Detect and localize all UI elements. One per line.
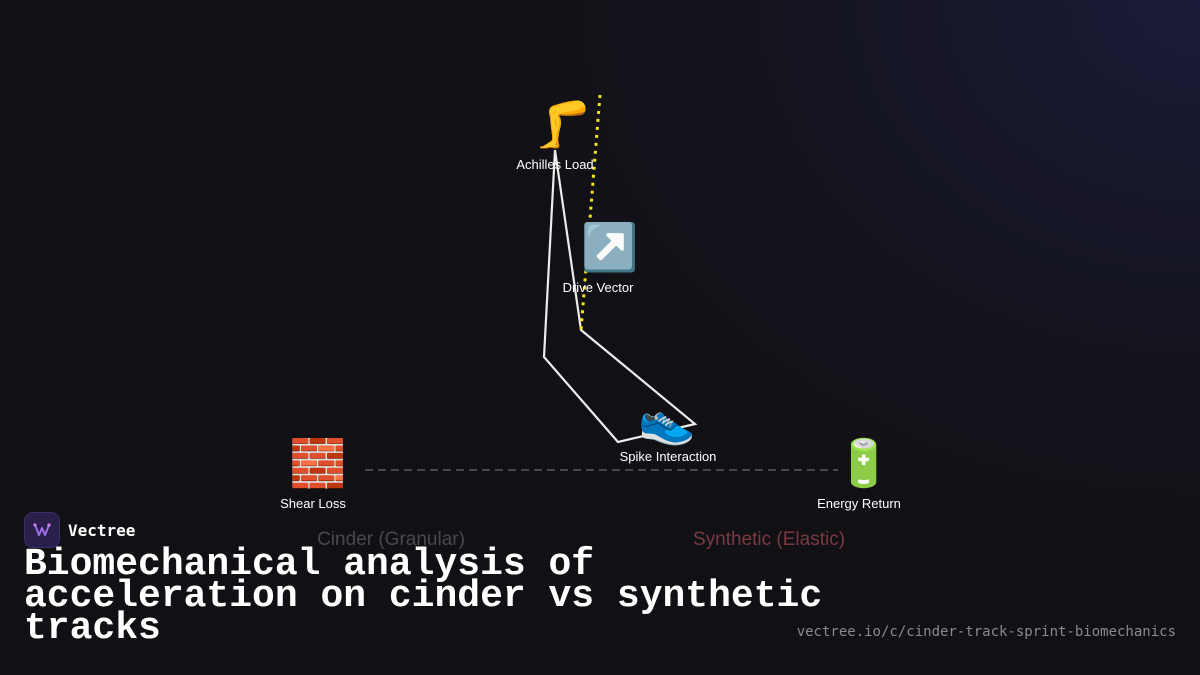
battery-icon: 🔋 bbox=[835, 436, 893, 490]
cinder-zone-label: Cinder (Granular) bbox=[317, 529, 465, 550]
spike-shoe-icon: 👟 bbox=[638, 393, 696, 447]
drive-vector-icon: ↗️ bbox=[581, 220, 639, 274]
source-url: vectree.io/c/cinder-track-sprint-biomech… bbox=[796, 624, 1176, 640]
brick-wall-icon: 🧱 bbox=[289, 436, 347, 490]
shear-loss-label: Shear Loss bbox=[280, 496, 346, 511]
achilles-load-label: Achilles Load bbox=[516, 157, 594, 172]
page-title: Biomechanical analysis of acceleration o… bbox=[24, 543, 823, 650]
brand-name: Vectree bbox=[68, 520, 136, 540]
leg-outline-line bbox=[542, 149, 698, 444]
energy-return-label: Energy Return bbox=[817, 496, 901, 511]
achilles-icon: 🦵 bbox=[534, 97, 592, 151]
brand: Vectree bbox=[24, 512, 135, 548]
drive-vector-label: Drive Vector bbox=[562, 280, 634, 295]
synthetic-zone-label: Synthetic (Elastic) bbox=[692, 529, 846, 550]
spike-interaction-label: Spike Interaction bbox=[619, 449, 717, 464]
vectree-logo-icon bbox=[24, 512, 60, 548]
